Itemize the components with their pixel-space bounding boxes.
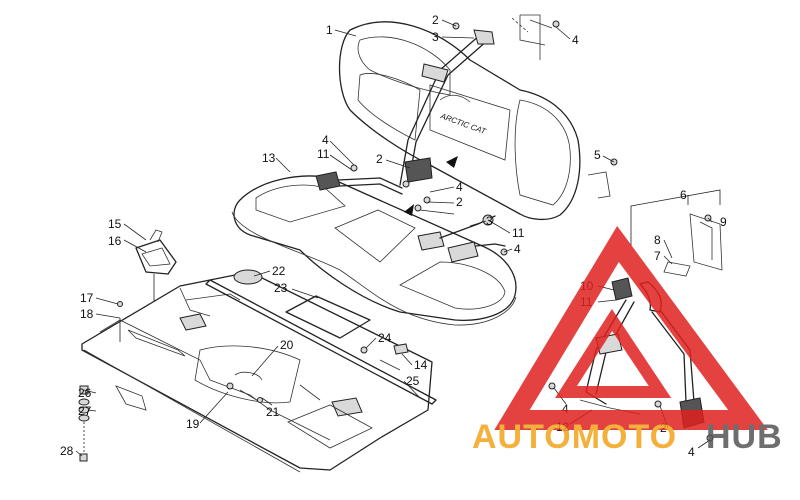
latch-assembly [135,229,177,275]
watermark: AUTOMOTO HUB [472,226,783,456]
callout-label: 5 [594,148,601,162]
callout-label: 2 [376,152,383,166]
callout-label: 4 [514,242,521,256]
callout-label: 6 [680,188,687,202]
rubber-bumper [393,343,409,355]
callout-label: 4 [572,33,579,47]
callout-label: 11 [512,226,525,240]
seat-logo-text: ARCTIC CAT [438,111,488,136]
right-belt-assembly [548,213,723,442]
access-plate [285,295,371,339]
shoulder-belt-upper [399,29,495,187]
callout-label: 3 [486,214,493,228]
callout-label: 20 [280,338,294,352]
callout-label: 4 [322,133,329,147]
side-bracket [587,158,618,199]
callout-label: 2 [432,13,439,27]
upper-mount-bracket [452,14,560,60]
callout-label: 22 [272,264,286,278]
callout-labels: 1 2 3 4 4 11 2 13 5 4 2 6 9 3 11 4 15 16… [60,13,727,459]
round-pad [233,269,263,285]
callout-label: 19 [186,417,200,431]
callout-label: 1 [326,23,333,37]
callout-label: 11 [317,147,330,161]
callout-label: 15 [108,217,122,231]
callout-label: 27 [78,404,92,418]
callout-label: 8 [654,233,661,247]
callout-label: 18 [80,307,94,321]
callout-label: 26 [78,386,92,400]
callout-label: 23 [274,281,288,295]
callout-label: 16 [108,234,122,248]
callout-label: 13 [262,151,276,165]
callout-label: 17 [80,291,94,305]
callout-label: 4 [562,402,569,416]
leader-lines [75,19,721,457]
callout-label: 2 [456,195,463,209]
callout-label: 25 [406,374,420,388]
watermark-triangle-icon [494,226,768,430]
watermark-text-part2: HUB [706,418,783,456]
floor-pan [81,271,433,473]
watermark-text-part1: AUTOMOTO [472,418,677,456]
callout-label: 28 [60,444,74,458]
callout-label: 3 [432,30,439,44]
callout-label: 4 [688,445,695,459]
callout-label: 9 [720,215,727,229]
seat-rail-strip [205,279,437,405]
callout-label: 21 [266,405,280,419]
callout-label: 24 [378,331,392,345]
callout-label: 7 [654,249,661,263]
callout-label: 4 [456,180,463,194]
callout-label: 14 [414,358,428,372]
